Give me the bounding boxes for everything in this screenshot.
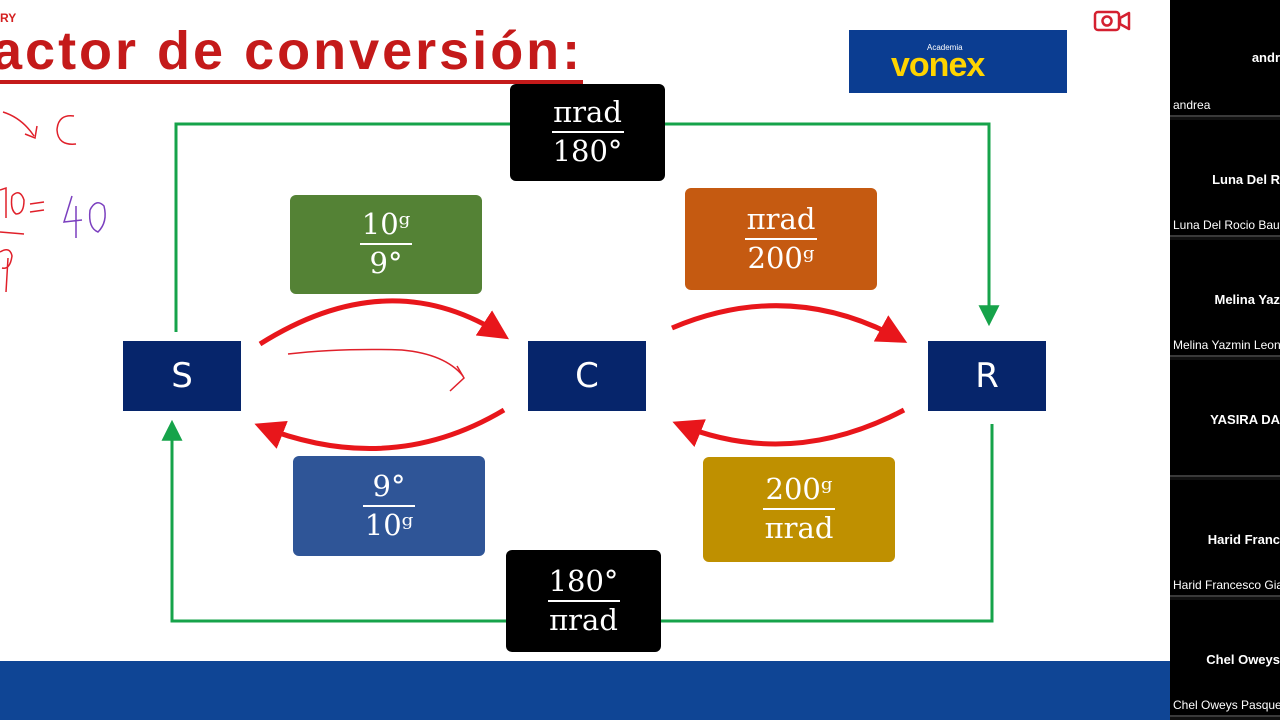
participant-display-name: Melina Yaz xyxy=(1214,292,1280,307)
participant-tile[interactable]: andr andrea xyxy=(1170,0,1280,117)
handwritten-arrow-main xyxy=(287,348,464,377)
slide-title: actor de conversión: xyxy=(0,22,584,84)
fraction-gold-numerator: 200ᵍ xyxy=(765,472,833,507)
fraction-top-numerator: πrad xyxy=(553,95,622,130)
fraction-bottom-bar xyxy=(547,599,620,602)
fraction-orange-denominator: 200ᵍ xyxy=(747,240,815,275)
participant-tile[interactable]: YASIRA DA xyxy=(1170,360,1280,477)
logo-subtitle: Academia xyxy=(927,43,963,52)
vonex-logo: Academia vonex xyxy=(849,30,1067,93)
fraction-top-bar xyxy=(551,131,624,133)
fraction-gold-denominator: πrad xyxy=(764,511,834,545)
fraction-box-top: πrad 180° xyxy=(510,84,665,181)
participant-display-name: andr xyxy=(1251,50,1280,65)
participants-panel: andr andrea Luna Del R Luna Del Rocio Ba… xyxy=(1170,0,1280,720)
fraction-blue-denominator: 10ᵍ xyxy=(364,507,414,542)
participant-tile[interactable]: Melina Yaz Melina Yazmin Leon xyxy=(1170,240,1280,357)
participant-display-name: Luna Del R xyxy=(1212,172,1280,187)
participant-name-label: Harid Francesco Gia xyxy=(1173,578,1280,592)
fraction-box-orange: πrad 200ᵍ xyxy=(685,188,877,290)
participant-name-label: Melina Yazmin Leon xyxy=(1173,338,1280,352)
fraction-bottom-numerator: 180° xyxy=(548,563,619,598)
slide-footer-bar xyxy=(0,661,1170,720)
participant-display-name: YASIRA DA xyxy=(1210,412,1280,427)
corner-label: RY xyxy=(0,11,17,25)
node-s: S xyxy=(123,341,241,411)
handwritten-arrow-left xyxy=(2,111,38,140)
fraction-box-gold: 200ᵍ πrad xyxy=(703,457,895,562)
fraction-green-denominator: 9° xyxy=(369,246,403,280)
red-arc-c-to-s xyxy=(254,407,506,451)
participant-name-label: Luna Del Rocio Baut xyxy=(1173,218,1280,232)
participant-display-name: Harid Franc xyxy=(1207,532,1280,547)
handwritten-arrow-tip xyxy=(449,365,465,392)
fraction-blue-bar xyxy=(363,504,415,507)
handwritten-equals xyxy=(29,201,45,213)
fraction-box-bottom: 180° πrad xyxy=(506,550,661,652)
handwritten-fraction-bottom xyxy=(0,249,13,293)
fraction-gold-bar xyxy=(763,508,835,510)
participant-tile[interactable]: Harid Franc Harid Francesco Gia xyxy=(1170,480,1280,597)
fraction-top-denominator: 180° xyxy=(552,134,623,168)
fraction-bottom-denominator: πrad xyxy=(549,602,618,637)
red-arc-s-to-c xyxy=(258,298,510,347)
handwritten-fraction-top xyxy=(0,186,25,218)
presentation-slide: RY actor de conversión: Academia vonex xyxy=(0,0,1170,720)
fraction-green-bar xyxy=(360,243,412,245)
red-arc-c-to-r xyxy=(671,303,908,343)
participant-tile[interactable]: Chel Oweys Chel Oweys Pasque xyxy=(1170,600,1280,717)
red-arc-r-to-c xyxy=(672,407,906,447)
participant-tile[interactable]: Luna Del R Luna Del Rocio Baut xyxy=(1170,120,1280,237)
handwritten-fraction-bar xyxy=(0,231,25,235)
participant-display-name: Chel Oweys xyxy=(1206,652,1280,667)
fraction-orange-bar xyxy=(745,237,817,240)
node-c: C xyxy=(528,341,646,411)
logo-wordmark: vonex xyxy=(891,46,985,84)
handwritten-letter-c xyxy=(56,115,77,145)
fraction-blue-numerator: 9° xyxy=(372,468,406,503)
participant-name-label: Chel Oweys Pasque xyxy=(1173,698,1280,712)
fraction-box-blue: 9° 10ᵍ xyxy=(293,456,485,556)
fraction-box-green: 10ᵍ 9° xyxy=(290,195,482,294)
fraction-green-numerator: 10ᵍ xyxy=(361,207,411,242)
node-r: R xyxy=(928,341,1046,411)
video-camera-icon[interactable] xyxy=(1093,8,1131,34)
handwritten-forty xyxy=(62,195,106,238)
participant-name-label: andrea xyxy=(1173,98,1211,112)
fraction-orange-numerator: πrad xyxy=(746,201,816,236)
